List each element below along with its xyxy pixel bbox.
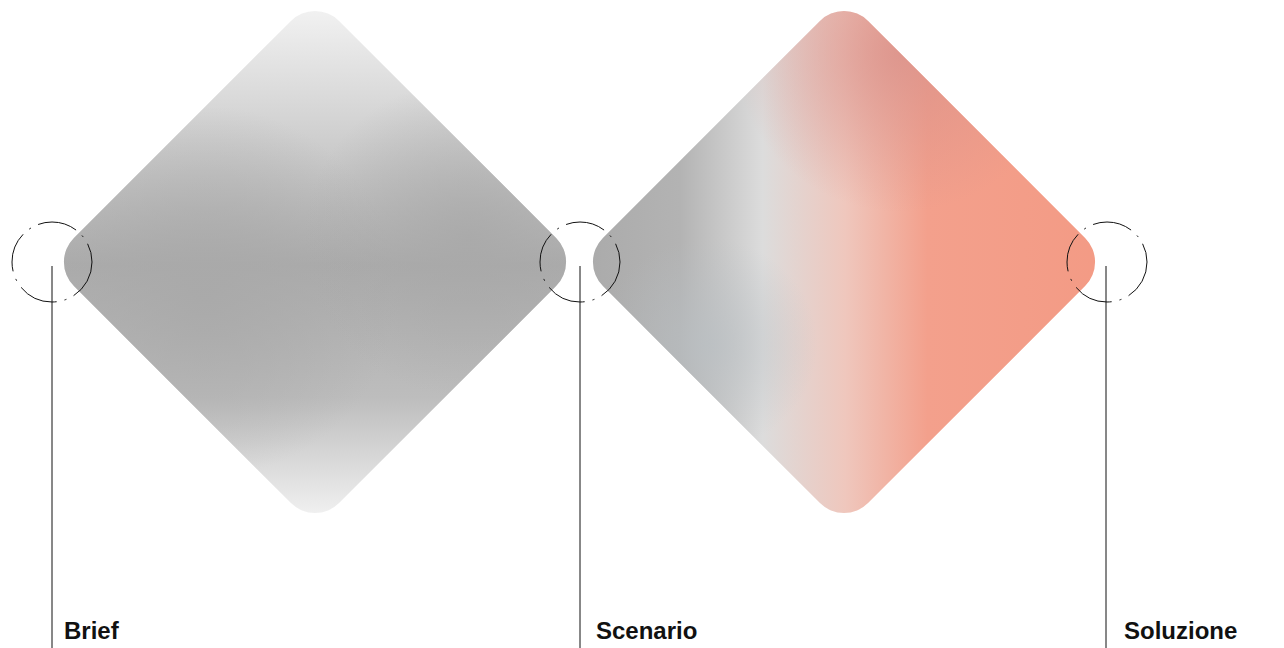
right-diamond xyxy=(570,0,1120,530)
phase-label: Scenario xyxy=(596,617,697,645)
leader-line xyxy=(1106,266,1107,648)
leader-line xyxy=(580,266,581,648)
phase-label: Soluzione xyxy=(1124,617,1237,645)
leader-lines xyxy=(52,266,1106,648)
phase-label: Brief xyxy=(64,617,119,645)
left-diamond xyxy=(40,0,590,530)
dashed-circle xyxy=(1067,222,1147,302)
leader-line xyxy=(52,266,53,648)
